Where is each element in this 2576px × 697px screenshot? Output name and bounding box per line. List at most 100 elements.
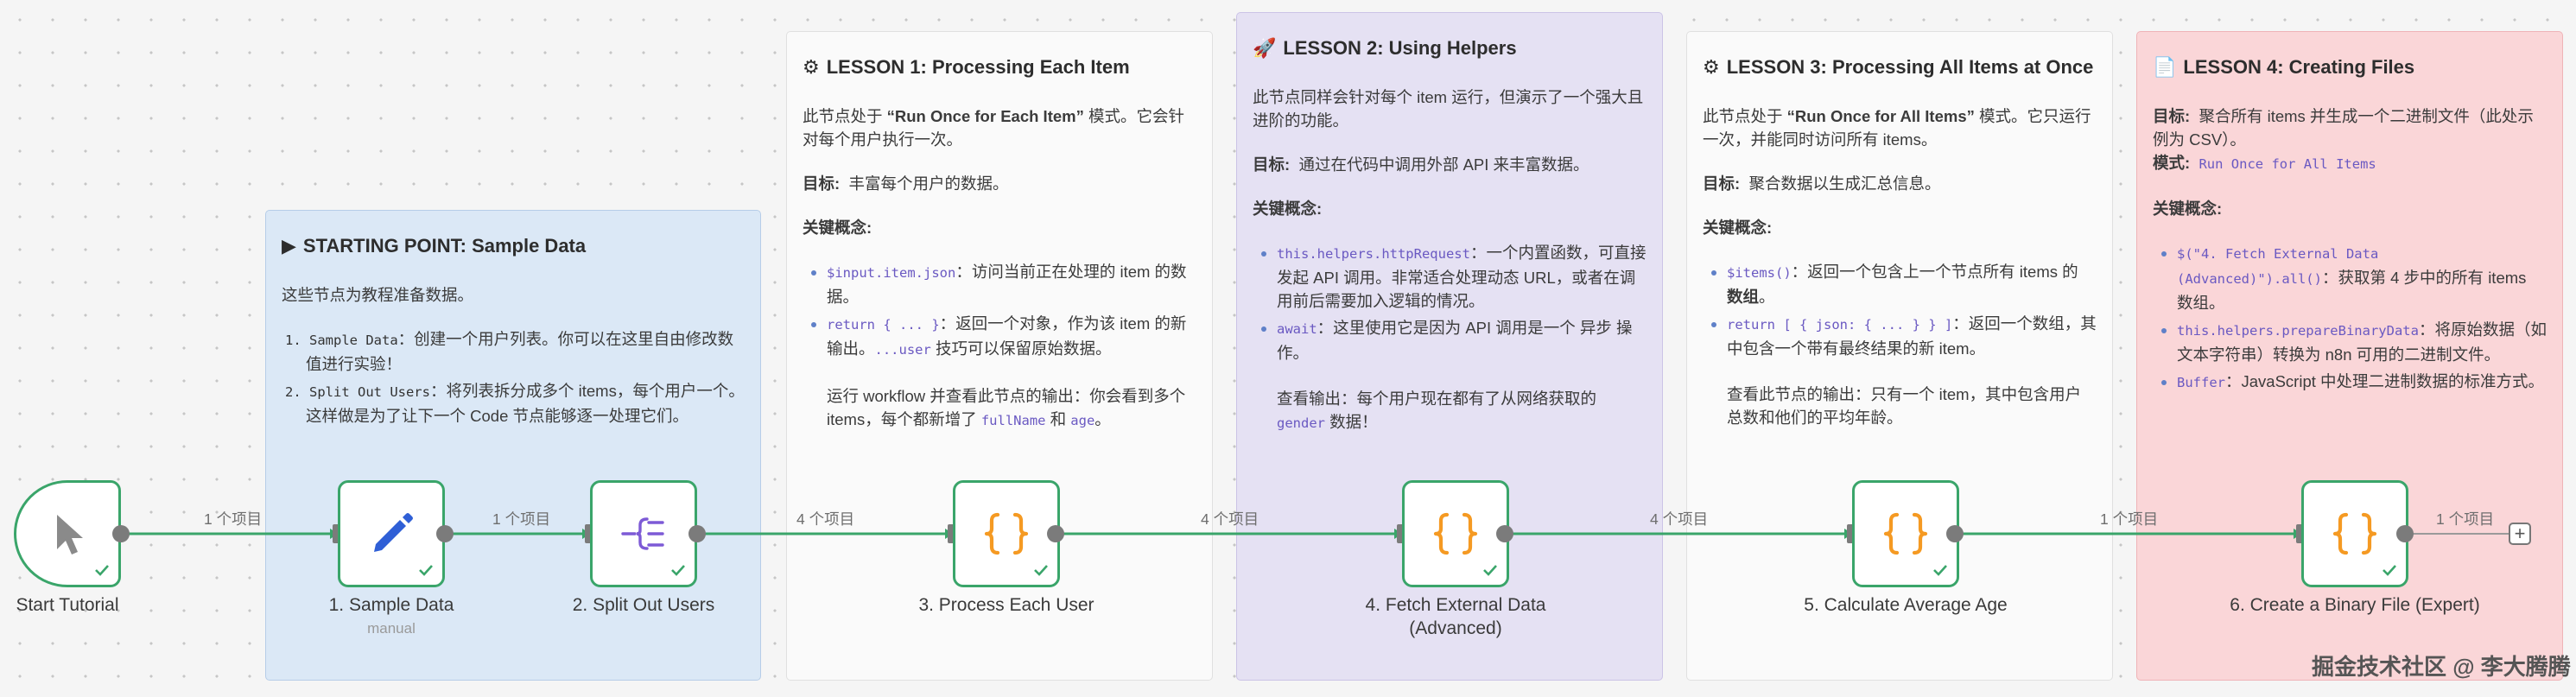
note-title: LESSON 3: Processing All Items at Once [1726, 56, 2094, 78]
check-icon [419, 565, 433, 576]
node-label: 2. Split Out Users [572, 595, 715, 615]
edge-label: 1 个项目 [2436, 510, 2495, 528]
output-port[interactable] [1047, 525, 1064, 542]
inline-code: 2. Split Out Users [285, 384, 430, 400]
note-paragraph: 此节点处于 “Run Once for Each Item” 模式。它会针对每个… [803, 107, 1184, 149]
output-port[interactable] [2396, 525, 2414, 542]
note-paragraph: 此节点同样会针对每个 item 运行，但演示了一个强大且进阶的功能。 [1253, 88, 1644, 130]
input-port[interactable] [2296, 524, 2305, 543]
inline-code: Buffer [2177, 375, 2225, 390]
check-icon [1034, 565, 1048, 576]
note-list: this.helpers.httpRequest：一个内置函数，可直接发起 AP… [1253, 241, 1646, 364]
add-node-button[interactable]: + [2509, 523, 2531, 545]
output-port[interactable] [1496, 525, 1513, 542]
list-item: 1. Sample Data：创建一个用户列表。你可以在这里自由修改数值进行实验… [285, 327, 745, 376]
node-label: 4. Fetch External Data (Advanced) [1365, 595, 1546, 638]
output-port[interactable] [436, 525, 454, 542]
inline-code: ...user [874, 342, 931, 358]
note-run-text: 查看输出：每个用户现在都有了从网络获取的 gender 数据！ [1277, 390, 1597, 431]
output-port[interactable] [112, 525, 130, 542]
note-title: LESSON 1: Processing Each Item [826, 56, 1130, 78]
node-fetch-external-data[interactable] [1402, 480, 1509, 587]
list-item: this.helpers.prepareBinaryData：将原始数据（如文本… [2177, 318, 2547, 366]
note-title: LESSON 4: Creating Files [2183, 56, 2415, 78]
node-label: 5. Calculate Average Age [1804, 595, 2008, 615]
output-port[interactable] [1946, 525, 1964, 542]
input-port[interactable] [333, 524, 341, 543]
input-port[interactable] [1847, 524, 1856, 543]
cursor-icon [57, 515, 83, 554]
node-label: 1. Sample Data [328, 595, 454, 615]
list-item: await：这里使用它是因为 API 调用是一个 异步 操作。 [1277, 316, 1646, 364]
code-braces-icon [1433, 512, 1478, 555]
inline-code: $("4. Fetch External Data (Advanced)").a… [2177, 246, 2379, 287]
document-icon: 📄 [2153, 56, 2177, 78]
note-starting-point[interactable]: ▶STARTING POINT: Sample Data 这些节点为教程准备数据… [265, 210, 761, 681]
note-concepts-label: 关键概念: [1703, 219, 1773, 237]
note-concepts-label: 关键概念: [803, 219, 872, 237]
node-split-out-users[interactable] [590, 480, 697, 587]
note-list: $("4. Fetch External Data (Advanced)").a… [2153, 241, 2547, 395]
list-item: 2. Split Out Users：将列表拆分成多个 items，每个用户一个… [285, 379, 745, 428]
note-lesson-1[interactable]: ⚙ LESSON 1: Processing Each Item 此节点处于 “R… [786, 31, 1213, 681]
note-lesson-3[interactable]: ⚙LESSON 3: Processing All Items at Once … [1686, 31, 2113, 681]
inline-code: $items() [1727, 265, 1792, 281]
split-icon [621, 517, 664, 550]
code-braces-icon [984, 512, 1029, 555]
input-port[interactable] [948, 524, 956, 543]
input-port[interactable] [585, 524, 593, 543]
plus-icon: + [2514, 523, 2526, 544]
inline-code: 1. Sample Data [285, 333, 398, 348]
gear-icon: ⚙ [803, 56, 820, 78]
list-item-text: ：创建一个用户列表。你可以在这里自由修改数值进行实验！ [306, 330, 734, 373]
list-item: return { ... }：返回一个对象，作为该 item 的新输出。...u… [827, 312, 1196, 362]
note-goal: 目标: 通过在代码中调用外部 API 来丰富数据。 [1253, 155, 1589, 174]
node-sample-data[interactable] [338, 480, 445, 587]
note-run-text: 查看此节点的输出：只有一个 item，其中包含用户总数和他们的平均年龄。 [1727, 385, 2082, 427]
check-icon [95, 565, 109, 576]
note-goal: 目标: 丰富每个用户的数据。 [803, 174, 1009, 193]
inline-code: $input.item.json [827, 265, 956, 281]
node-label: 6. Create a Binary File (Expert) [2230, 595, 2480, 615]
list-item: this.helpers.httpRequest：一个内置函数，可直接发起 AP… [1277, 241, 1646, 313]
input-port[interactable] [1397, 524, 1405, 543]
node-process-each-user[interactable] [953, 480, 1060, 587]
node-subtitle: manual [367, 620, 416, 637]
node-create-binary-file[interactable] [2301, 480, 2408, 587]
check-icon [671, 565, 685, 576]
note-concepts-label: 关键概念: [1253, 200, 1323, 218]
output-port[interactable] [688, 525, 706, 542]
note-list: $items()：返回一个包含上一个节点所有 items 的 数组。 retur… [1703, 260, 2097, 360]
note-mode: 模式: Run Once for All Items [2153, 154, 2376, 172]
pencil-icon [374, 513, 413, 552]
note-list: 1. Sample Data：创建一个用户列表。你可以在这里自由修改数值进行实验… [282, 327, 745, 428]
list-item: $input.item.json：访问当前正在处理的 item 的数据。 [827, 260, 1196, 308]
check-icon [1483, 565, 1497, 576]
play-icon: ▶ [282, 235, 296, 257]
inline-code: await [1277, 321, 1317, 337]
inline-code: this.helpers.prepareBinaryData [2177, 323, 2419, 339]
list-item: Buffer：JavaScript 中处理二进制数据的标准方式。 [2177, 370, 2547, 395]
rocket-icon: 🚀 [1253, 37, 1277, 59]
note-concepts-label: 关键概念: [2153, 200, 2223, 218]
list-item-text: ：将列表拆分成多个 items，每个用户一个。这样做是为了让下一个 Code 节… [306, 382, 745, 425]
edge-label: 4 个项目 [796, 510, 855, 528]
edge-label: 4 个项目 [1650, 510, 1709, 528]
gear-icon: ⚙ [1703, 56, 1720, 78]
node-calculate-average-age[interactable] [1852, 480, 1959, 587]
node-label: Start Tutorial [16, 595, 119, 615]
inline-code: return { ... } [827, 317, 940, 333]
note-title: STARTING POINT: Sample Data [302, 235, 587, 257]
node-start-tutorial[interactable] [14, 480, 121, 587]
check-icon [2382, 565, 2396, 576]
node-label: 3. Process Each User [918, 595, 1094, 615]
inline-code: this.helpers.httpRequest [1277, 246, 1470, 262]
code-braces-icon [1883, 512, 1928, 555]
edge-label: 1 个项目 [204, 510, 263, 528]
note-run-text: 运行 workflow 并查看此节点的输出：你会看到多个 items，每个都新增… [827, 387, 1186, 428]
note-goal: 目标: 聚合数据以生成汇总信息。 [1703, 174, 1941, 193]
note-goal: 目标: 聚合所有 items 并生成一个二进制文件（此处示例为 CSV）。 [2153, 107, 2534, 149]
edge-label: 1 个项目 [2100, 510, 2159, 528]
edge-label: 4 个项目 [1201, 510, 1259, 528]
inline-code: return [ { json: { ... } } ] [1727, 317, 1953, 333]
